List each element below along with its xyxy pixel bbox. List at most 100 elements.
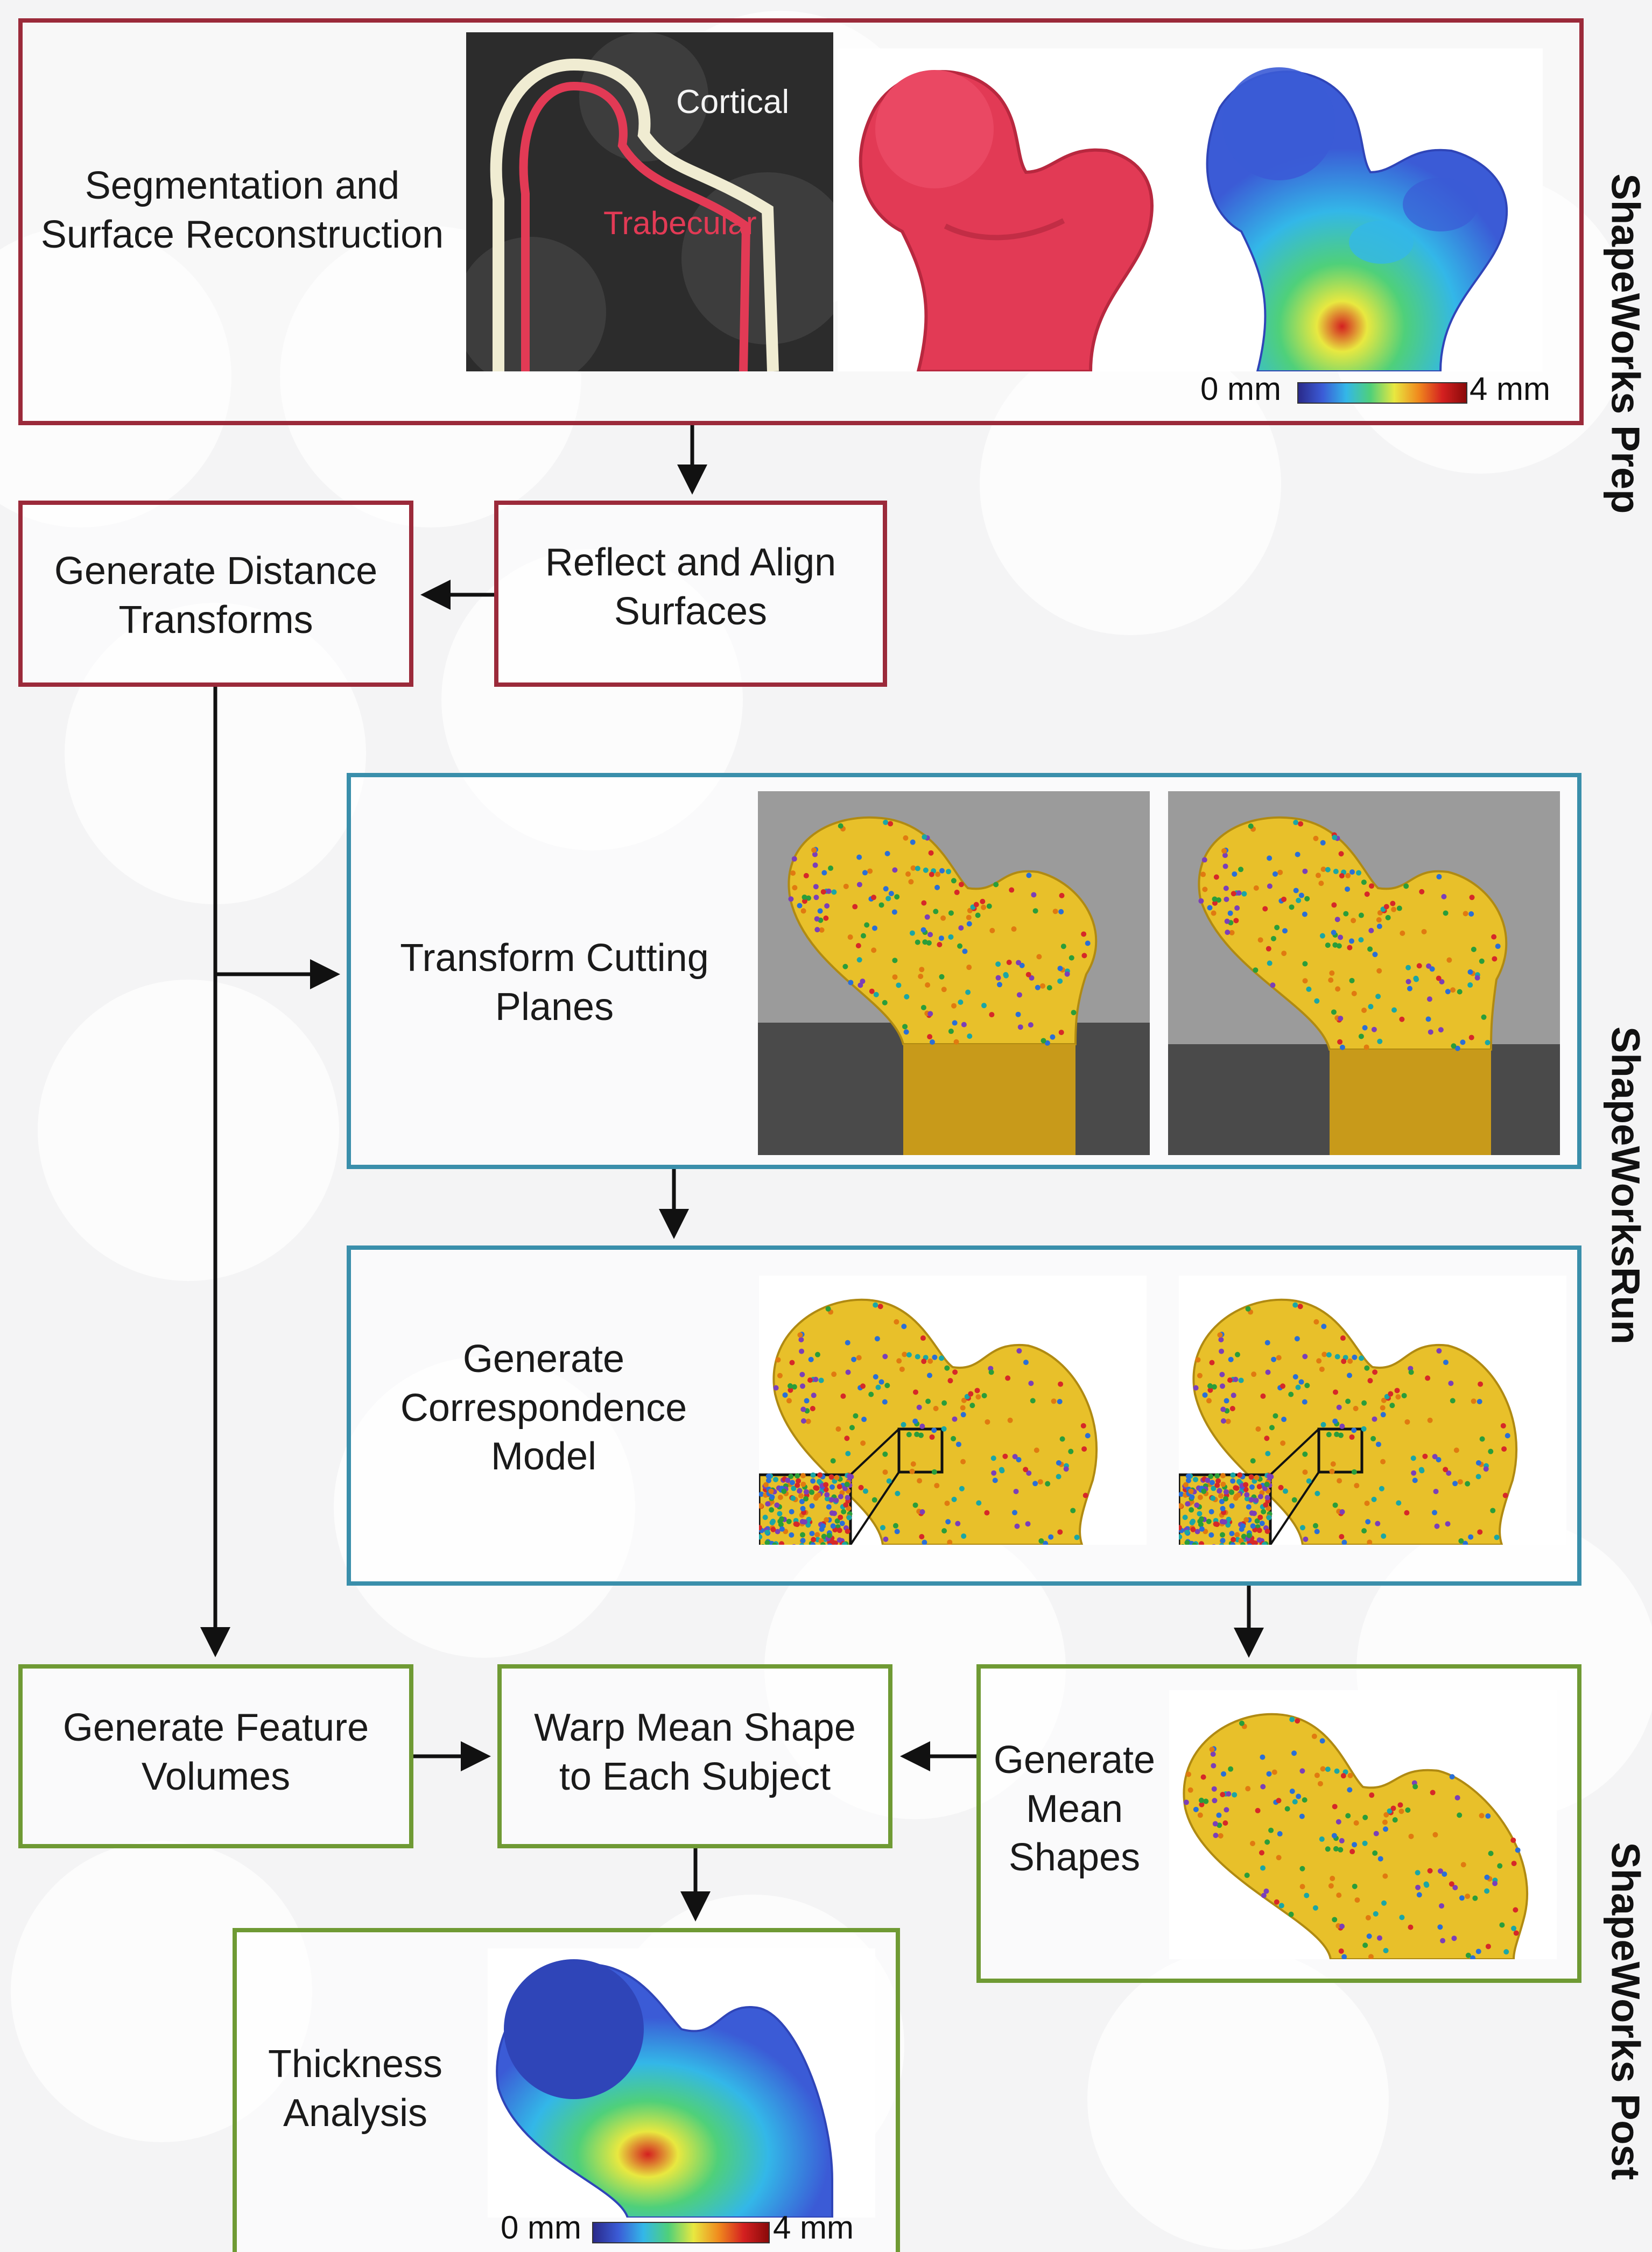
- particle-dot: [856, 1355, 862, 1361]
- particle-dot: [782, 1392, 788, 1398]
- particle-dot: [1211, 1763, 1217, 1769]
- particle-dot: [1218, 1833, 1224, 1839]
- particle-dot: [1376, 917, 1382, 923]
- particle-dot: [834, 1475, 840, 1481]
- particle-dot: [884, 850, 890, 856]
- particle-dot: [1312, 1905, 1318, 1911]
- particle-dot: [1362, 1025, 1368, 1031]
- particle-dot: [860, 1440, 866, 1446]
- particle-dot: [1353, 1405, 1359, 1411]
- particle-dot: [951, 878, 957, 884]
- particle-dot: [1467, 982, 1473, 988]
- particle-dot: [1199, 1526, 1205, 1532]
- particle-dot: [1345, 1398, 1351, 1404]
- particle-dot: [877, 1304, 883, 1310]
- particle-dot: [966, 914, 972, 920]
- particle-dot: [1259, 1850, 1264, 1856]
- particle-dot: [1511, 1861, 1517, 1867]
- particle-dot: [824, 1517, 829, 1523]
- thickness-label: Thickness Analysis: [268, 2043, 443, 2135]
- particle-dot: [806, 895, 812, 901]
- particle-dot: [1376, 924, 1382, 930]
- particle-dot: [1209, 1480, 1215, 1486]
- particle-dot: [995, 961, 1001, 967]
- particle-dot: [1032, 1481, 1038, 1487]
- particle-dot: [1225, 930, 1231, 935]
- particle-dot: [1189, 1507, 1194, 1513]
- particle-dot: [1259, 1521, 1265, 1526]
- particle-dot: [1491, 934, 1497, 940]
- particle-dot: [1235, 1492, 1241, 1498]
- particle-dot: [1312, 1523, 1318, 1529]
- particle-dot: [896, 1358, 902, 1364]
- particle-dot: [1249, 1484, 1255, 1490]
- particle-dot: [883, 819, 889, 825]
- particle-dot: [1347, 1787, 1353, 1793]
- particle-dot: [1070, 1508, 1076, 1514]
- particle-dot: [1348, 938, 1354, 944]
- particle-dot: [1472, 1895, 1478, 1901]
- particle-dot: [1321, 1324, 1327, 1329]
- particle-dot: [1206, 1518, 1212, 1524]
- particle-dot: [941, 1400, 947, 1406]
- segmentation-label: Segmentation and Surface Reconstruction: [40, 164, 444, 256]
- particle-dot: [824, 1492, 830, 1498]
- particle-dot: [789, 1509, 795, 1515]
- particle-dot: [1023, 1360, 1029, 1366]
- particle-dot: [1276, 1798, 1282, 1804]
- particle-dot: [1380, 1459, 1386, 1465]
- particle-dot: [1436, 975, 1442, 981]
- particle-dot: [828, 1497, 834, 1503]
- particle-dot: [1383, 1812, 1389, 1818]
- particle-dot: [1445, 1521, 1451, 1527]
- particle-dot: [1183, 1482, 1189, 1488]
- particle-dot: [1063, 1466, 1069, 1472]
- particle-dot: [1267, 960, 1273, 966]
- particle-dot: [960, 1405, 966, 1411]
- particle-dot: [1404, 1419, 1410, 1425]
- particle-dot: [802, 898, 807, 904]
- particle-dot: [1201, 1488, 1207, 1494]
- particle-dot: [843, 883, 849, 889]
- particle-dot: [1229, 1531, 1235, 1537]
- particle-dot: [1413, 975, 1419, 981]
- particle-dot: [888, 821, 894, 827]
- particle-dot: [1016, 992, 1022, 998]
- particle-dot: [838, 1494, 843, 1500]
- particle-dot: [1361, 1400, 1367, 1406]
- particle-dot: [959, 1486, 965, 1491]
- particle-dot: [920, 1335, 926, 1341]
- particle-dot: [860, 1383, 866, 1389]
- particle-dot: [1470, 1955, 1476, 1959]
- particle-dot: [895, 1490, 901, 1496]
- particle-dot: [871, 895, 877, 900]
- particle-dot: [826, 888, 832, 894]
- particle-dot: [1212, 1798, 1218, 1804]
- particle-dot: [1339, 1044, 1345, 1050]
- particle-dot: [1295, 1718, 1300, 1724]
- particle-dot: [795, 1482, 800, 1488]
- particle-dot: [1451, 1043, 1457, 1049]
- particle-dot: [810, 1542, 816, 1545]
- particle-dot: [1372, 1850, 1378, 1856]
- particle-dot: [1373, 1911, 1379, 1917]
- particle-dot: [884, 1383, 890, 1389]
- particle-dot: [1364, 891, 1370, 897]
- particle-dot: [1457, 1812, 1463, 1818]
- particle-dot: [851, 1356, 857, 1362]
- particle-dot: [1371, 1496, 1377, 1502]
- particle-dot: [909, 930, 915, 936]
- particle-dot: [1240, 1542, 1246, 1545]
- particle-dot: [948, 934, 954, 940]
- particle-dot: [1058, 1381, 1064, 1387]
- particle-dot: [1302, 1354, 1308, 1360]
- particle-dot: [1515, 1847, 1521, 1853]
- particle-dot: [1216, 897, 1222, 903]
- particle-dot: [1016, 1456, 1022, 1462]
- particle-dot: [1436, 1456, 1442, 1462]
- particle-dot: [1276, 1855, 1282, 1861]
- particle-dot: [826, 1532, 832, 1538]
- particle-dot: [841, 1542, 847, 1545]
- particle-dot: [912, 1389, 918, 1395]
- particle-dot: [1338, 851, 1344, 857]
